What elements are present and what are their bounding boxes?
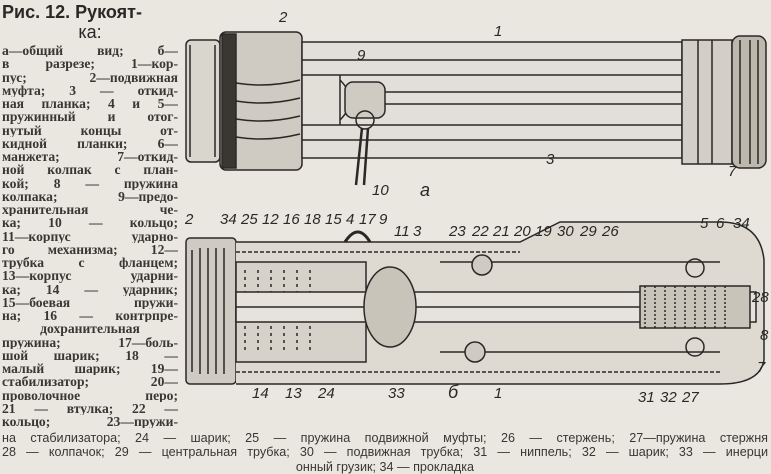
callout: 32 (660, 389, 677, 406)
caption-line: кой; 8 — пружина (2, 176, 178, 190)
caption-line: дохранительная (40, 322, 140, 336)
callout: 19 (535, 223, 552, 240)
callout: 12 (262, 211, 279, 228)
callout: 33 (388, 385, 405, 402)
callout: 22 (471, 223, 489, 240)
callout: 7 (757, 359, 766, 376)
callout: 28 (751, 289, 769, 306)
caption-line: в разрезе; 1—кор- (2, 57, 178, 71)
callout: 30 (557, 223, 574, 240)
callout: 2 (278, 9, 288, 26)
callout: 25 (240, 211, 258, 228)
figure-title-line: ка: (78, 22, 102, 42)
caption-line: пус; 2—подвижная (2, 70, 178, 84)
callout: 9 (357, 47, 366, 64)
caption-line: пружина; 17—боль- (2, 335, 178, 349)
callout: 11 (394, 223, 410, 240)
callout: 31 (638, 389, 655, 406)
figure-a-general-view (185, 31, 767, 186)
caption-line: пружинный и отог- (2, 110, 178, 124)
caption-line: хранительная че- (2, 203, 178, 217)
caption-line: шой шарик; 18 — (2, 348, 178, 362)
figure-b-section (185, 221, 765, 385)
caption-line: ной колпак с план- (2, 163, 178, 177)
caption-line: 21 — втулка; 22 — (2, 401, 178, 415)
caption-line: трубка с фланцем; (2, 256, 178, 270)
caption-line: на; 16 — контрпре- (2, 309, 178, 323)
callout: 29 (579, 223, 597, 240)
callout: 9 (379, 211, 388, 228)
caption-footer: на стабилизатора; 24 — шарик; 25 — пружи… (2, 431, 768, 474)
callout: 1 (494, 385, 502, 402)
view-label-b: б (448, 382, 459, 402)
callout: 1 (494, 23, 502, 40)
callout: 23 (448, 223, 466, 240)
callout: 3 (413, 223, 422, 240)
callout: 8 (760, 327, 769, 344)
caption-line: 13—корпус ударни- (2, 269, 178, 283)
callout: 20 (513, 223, 531, 240)
callout: 16 (283, 211, 300, 228)
caption-line: а—общий вид; б— (2, 44, 178, 58)
callout: 21 (492, 223, 510, 240)
hinged-cap (731, 35, 767, 169)
callout: 4 (346, 211, 354, 228)
callout: 14 (252, 385, 269, 402)
caption-line: кидной планки; 6— (2, 136, 178, 150)
callout: 7 (728, 163, 737, 180)
caption-line: проволочное перо; (2, 388, 178, 402)
caption-line: 15—боевая пружи- (2, 295, 178, 309)
caption-column: а—общий вид; б—в разрезе; 1—кор-пус; 2—п… (2, 44, 178, 428)
caption-line: муфта; 3 — откид- (2, 83, 178, 97)
callout: 18 (304, 211, 321, 228)
caption-line: стабилизатор; 20— (2, 375, 178, 389)
callout: 10 (372, 182, 389, 199)
caption-line: 28 — колпачок; 29 — центральная трубка; … (2, 445, 768, 460)
figure-b-callouts: 2 34 25 12 16 18 15 4 17 9 11 3 23 22 21… (184, 211, 769, 406)
caption-line: малый шарик; 19— (2, 362, 178, 376)
callout: 17 (359, 211, 376, 228)
figure-title-line: Рис. 12. Рукоят- (2, 2, 142, 22)
callout: 13 (285, 385, 302, 402)
callout: 15 (325, 211, 342, 228)
caption-line: колпака; 9—предо- (2, 189, 178, 203)
callout: 5 (700, 215, 709, 232)
callout: 27 (681, 389, 699, 406)
section-coupling (185, 237, 237, 385)
caption-line: 11—корпус ударно- (2, 229, 178, 243)
figure-title: Рис. 12. Рукоят- ка: (2, 2, 178, 42)
safety-pin-housing (344, 81, 386, 119)
callout: 34 (733, 215, 750, 232)
caption-line: кольцо; 23—пружи- (2, 415, 178, 429)
callout: 24 (317, 385, 335, 402)
callout: 34 (220, 211, 237, 228)
caption-line: нутый концы от- (2, 123, 178, 137)
caption-line: манжета; 7—откид- (2, 150, 178, 164)
caption-line: ка; 10 — кольцо; (2, 216, 178, 230)
caption-line: го механизма; 12— (2, 242, 178, 256)
callout: 26 (601, 223, 619, 240)
caption-line: онный грузик; 34 — прокладка (295, 459, 475, 474)
caption-line: на стабилизатора; 24 — шарик; 25 — пружи… (2, 431, 768, 445)
callout: 3 (546, 151, 555, 168)
view-label-a: а (420, 180, 430, 200)
caption-line: ка; 14 — ударник; (2, 282, 178, 296)
figure-a-callouts: 2 9 1 3 7 10 а (278, 9, 737, 200)
inertial-weight (363, 266, 417, 348)
pull-ring (355, 110, 375, 130)
callout: 6 (716, 215, 725, 232)
callout: 2 (184, 211, 194, 228)
caption-line: ная планка; 4 и 5— (2, 97, 178, 111)
